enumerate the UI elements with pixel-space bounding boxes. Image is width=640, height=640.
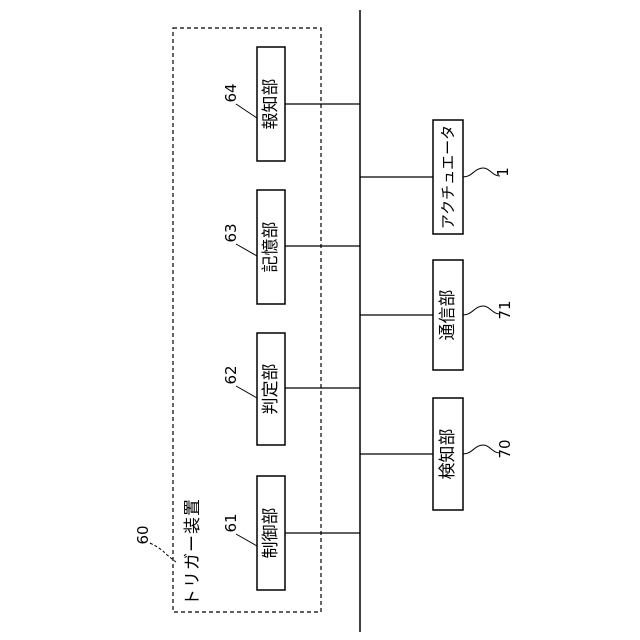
judge-leader xyxy=(236,386,257,398)
control-leader xyxy=(236,534,257,546)
storage-unit-ref: 63 xyxy=(222,223,240,242)
notify-leader xyxy=(236,104,257,118)
notify-unit-label: 報知部 xyxy=(261,79,281,130)
actuator-label: アクチュエータ xyxy=(439,125,457,229)
detect-leader xyxy=(463,445,500,454)
actuator-ref: 1 xyxy=(494,167,512,177)
trigger-device-label: トリガー装置 xyxy=(183,498,203,606)
detect-unit-ref: 70 xyxy=(496,439,514,458)
trigger-device-leader xyxy=(150,543,176,562)
detect-unit-label: 検知部 xyxy=(438,429,458,480)
judge-unit-label: 判定部 xyxy=(261,364,281,415)
storage-unit-label: 記憶部 xyxy=(261,222,281,273)
comm-unit-label: 通信部 xyxy=(438,290,458,341)
comm-leader xyxy=(463,306,500,315)
comm-unit-ref: 71 xyxy=(496,300,514,319)
notify-unit-ref: 64 xyxy=(222,83,240,102)
storage-leader xyxy=(236,244,257,256)
trigger-device-ref: 60 xyxy=(134,525,152,544)
control-unit-label: 制御部 xyxy=(261,508,281,559)
judge-unit-ref: 62 xyxy=(222,365,240,384)
control-unit-ref: 61 xyxy=(222,513,240,532)
